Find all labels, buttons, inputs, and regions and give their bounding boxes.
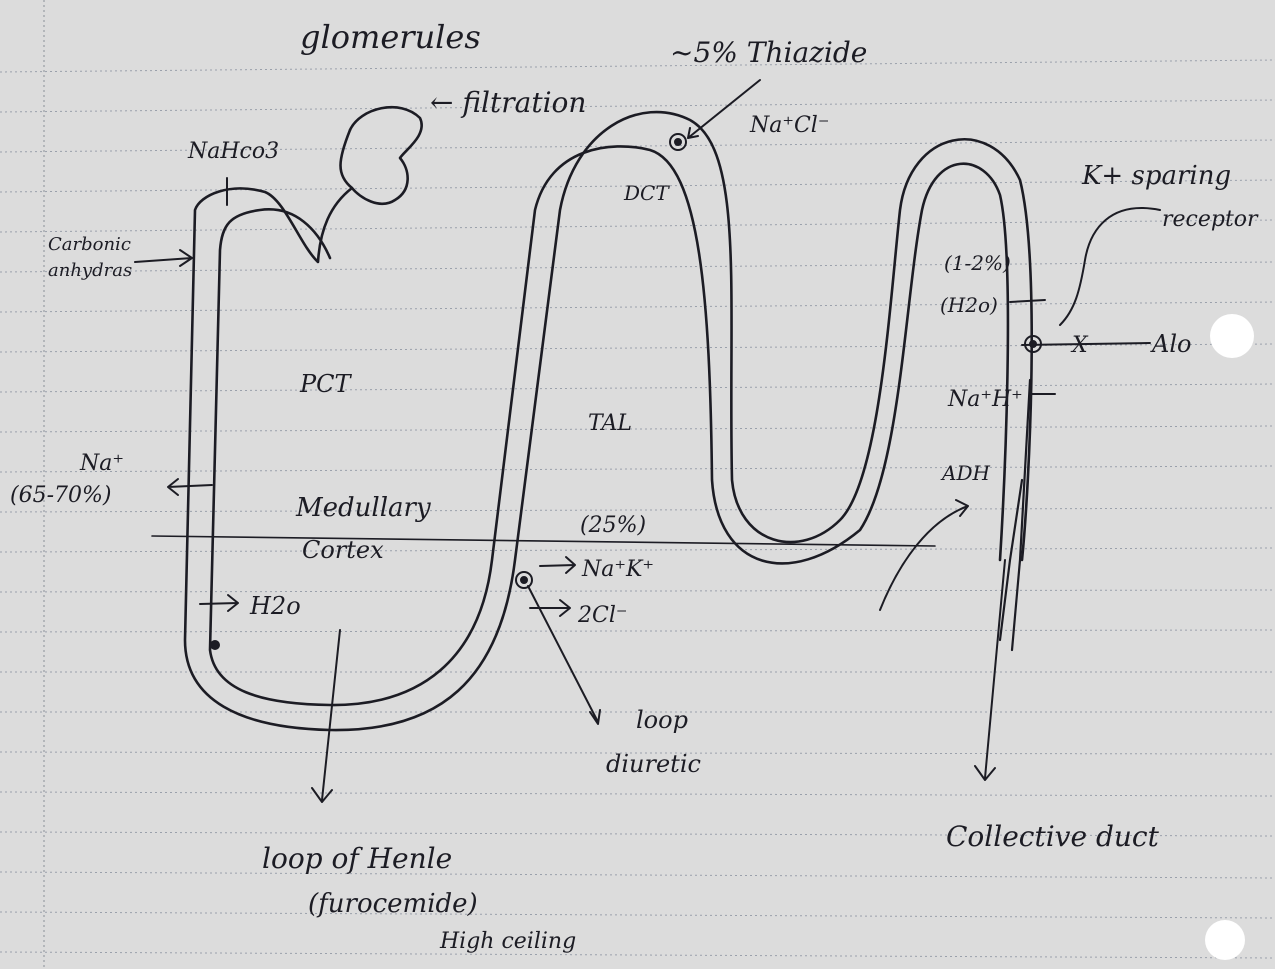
label-cd-h2o: (H2o) — [940, 293, 998, 317]
label-pct: PCT — [299, 370, 353, 398]
h2o-arrow — [200, 595, 238, 611]
label-loop-of-henle: loop of Henle — [262, 842, 452, 875]
label-filtration: ← filtration — [430, 86, 586, 119]
label-medullary: Medullary — [295, 493, 431, 523]
glomerulus-bulb — [350, 107, 422, 204]
nak-arrow — [540, 557, 575, 573]
carbonic-anhydrase-arrow — [135, 250, 192, 266]
pct-na-arrow — [168, 479, 212, 495]
medulla-cortex-boundary — [152, 536, 935, 546]
adh-arrow — [880, 500, 968, 610]
label-cortex: Cortex — [302, 536, 384, 564]
label-furosemide: (furocemide) — [308, 889, 478, 919]
pct-dot — [211, 641, 219, 649]
punch-hole-top — [1210, 314, 1254, 358]
label-adh: ADH — [940, 461, 990, 485]
k-sparing-arrow — [1060, 208, 1160, 325]
label-thiazide: ~5% Thiazide — [670, 36, 867, 69]
label-high-ceiling: High ceiling — [439, 929, 576, 954]
label-carbonic: Carbonic — [48, 234, 131, 255]
label-dct: DCT — [623, 181, 670, 205]
label-glomerules: glomerules — [300, 18, 481, 56]
label-tal: TAL — [588, 411, 632, 436]
collective-duct-arrow — [975, 560, 1005, 780]
label-nacl: Na⁺Cl⁻ — [749, 113, 829, 138]
label-k-sparing: K+ sparing — [1081, 161, 1231, 191]
punch-hole-bottom — [1205, 920, 1245, 960]
label-cd-percent: (1-2%) — [944, 251, 1011, 275]
label-x-block: X — [1070, 333, 1089, 358]
label-collective-duct: Collective duct — [946, 820, 1160, 853]
label-anhydrase: anhydras — [48, 260, 132, 281]
label-2cl: 2Cl⁻ — [577, 603, 627, 628]
loop-of-henle-arrow — [312, 630, 340, 802]
h2o-tick — [1010, 300, 1045, 302]
label-na: Na⁺ — [79, 451, 124, 476]
label-diuretic: diuretic — [606, 750, 701, 778]
label-loop: loop — [636, 706, 688, 734]
label-receptor: receptor — [1162, 207, 1259, 232]
label-na-percent: (65-70%) — [10, 483, 112, 508]
label-aldo: Alo — [1150, 330, 1191, 358]
label-nak: Na⁺K⁺ — [581, 557, 654, 582]
label-na-h: Na⁺H⁺ — [947, 387, 1023, 412]
label-tal-percent: (25%) — [580, 513, 646, 538]
label-nahco3: NaHco3 — [187, 139, 279, 164]
label-h2o: H2o — [249, 592, 301, 620]
collecting-duct-wall-right — [1012, 380, 1030, 650]
